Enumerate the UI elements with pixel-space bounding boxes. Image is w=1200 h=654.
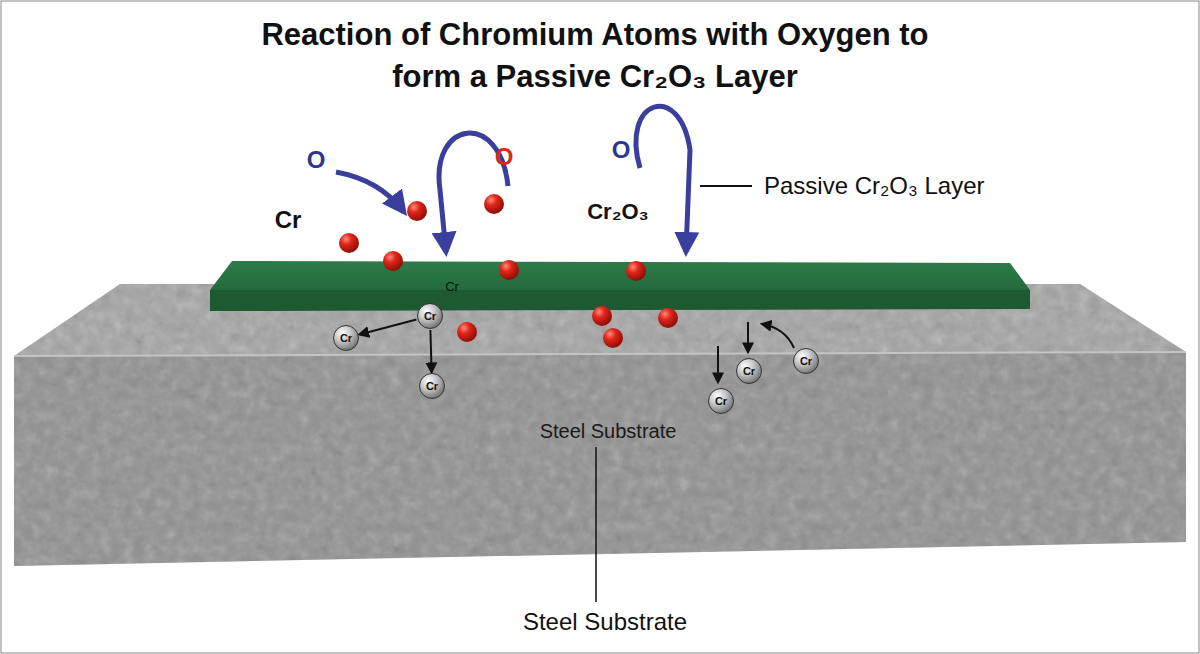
oxygen-symbol: O	[612, 136, 631, 164]
oxygen-symbol: O	[495, 143, 514, 171]
chromium-atom: Cr	[708, 388, 734, 414]
substrate-label: Steel Substrate	[523, 608, 687, 636]
substrate-label: Steel Substrate	[540, 420, 677, 443]
chromium-atom: Cr	[333, 325, 359, 351]
diagram-title: Reaction of Chromium Atoms with Oxygen t…	[225, 14, 965, 98]
atom-symbol: Cr	[743, 365, 755, 377]
chromium-atom: Cr	[419, 373, 445, 399]
layer-label: Passive Cr₂O₃ Layer	[764, 172, 985, 200]
diffusion-arrow	[360, 320, 417, 335]
atom-symbol: Cr	[340, 332, 352, 344]
oxygen-symbol: O	[307, 146, 326, 174]
atom-symbol: Cr	[715, 395, 727, 407]
atom-symbol: Cr	[424, 310, 436, 322]
chromium-atom: Cr	[793, 348, 819, 374]
chromium-symbol: Cr	[445, 280, 459, 295]
chromium-atom: Cr	[736, 358, 762, 384]
atom-symbol: Cr	[426, 380, 438, 392]
chromium-symbol: Cr	[275, 206, 302, 234]
diffusion-arrow	[430, 330, 431, 372]
atom-symbol: Cr	[800, 355, 812, 367]
chromium-atom: Cr	[417, 303, 443, 329]
oxide-formula: Cr₂O₃	[587, 199, 649, 224]
